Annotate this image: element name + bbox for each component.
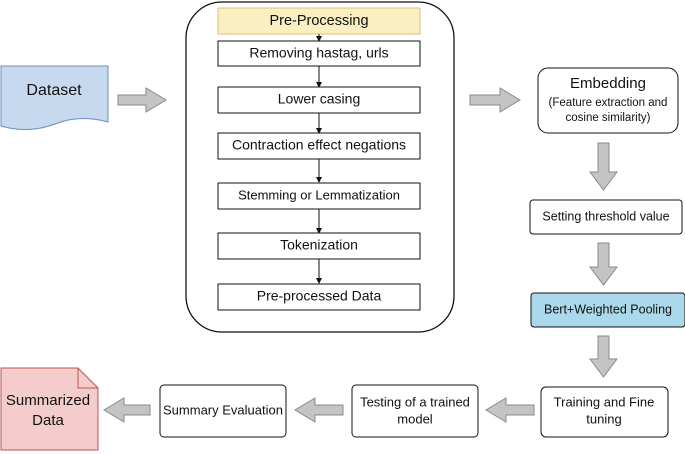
arrow-preprocessing-to-embedding bbox=[469, 87, 521, 113]
training-label-line1: Training and Fine bbox=[554, 394, 655, 409]
embedding-subtitle-line1: (Feature extraction and bbox=[549, 97, 668, 109]
step-5-box bbox=[217, 232, 421, 260]
evaluation-label: Summary Evaluation bbox=[163, 402, 283, 417]
arrow-evaluation-to-summarized bbox=[103, 397, 151, 423]
arrow-bert-to-training bbox=[589, 335, 618, 378]
dataset-label: Dataset bbox=[26, 82, 82, 99]
dataset-node: Dataset bbox=[0, 65, 109, 130]
preprocessing-header: Pre-Processing bbox=[269, 13, 368, 29]
preprocessing-header-box bbox=[217, 7, 421, 35]
threshold-label: Setting threshold value bbox=[542, 209, 669, 223]
step-2-box bbox=[217, 86, 421, 114]
summarized-label-line2: Data bbox=[32, 412, 64, 429]
bert-node: Bert+Weighted Pooling bbox=[530, 292, 685, 328]
summarized-fold bbox=[77, 368, 98, 389]
arrow-threshold-to-bert bbox=[589, 242, 618, 286]
bert-box bbox=[530, 292, 685, 328]
embedding-title: Embedding bbox=[570, 75, 646, 92]
preprocessing-group: Pre-Processing Removing hastag, urls Low… bbox=[185, 1, 455, 333]
dataset-shape bbox=[0, 65, 109, 130]
training-label-line2: tuning bbox=[586, 411, 621, 426]
step-3-label: Contraction effect negations bbox=[232, 137, 406, 153]
step-5-label: Tokenization bbox=[280, 237, 358, 253]
step-1-box bbox=[217, 40, 421, 67]
embedding-node: Embedding (Feature extraction and cosine… bbox=[537, 67, 679, 134]
step-4-label: Stemming or Lemmatization bbox=[238, 187, 400, 202]
bert-label: Bert+Weighted Pooling bbox=[544, 302, 672, 316]
step-2-label: Lower casing bbox=[278, 91, 361, 107]
testing-label-line1: Testing of a trained bbox=[360, 394, 470, 409]
testing-node: Testing of a trained model bbox=[351, 384, 479, 438]
testing-box bbox=[351, 384, 479, 438]
threshold-box bbox=[529, 199, 683, 235]
step-6-box bbox=[217, 283, 421, 311]
step-4-box bbox=[217, 182, 421, 210]
summarized-label-line1: Summarized bbox=[6, 392, 90, 409]
arrow-embedding-to-threshold bbox=[589, 142, 618, 191]
embedding-box bbox=[537, 67, 679, 134]
arrow-testing-to-evaluation bbox=[294, 397, 344, 423]
training-node: Training and Fine tuning bbox=[540, 386, 669, 438]
summarized-node: Summarized Data bbox=[0, 367, 99, 451]
summarized-shape bbox=[0, 367, 99, 451]
threshold-node: Setting threshold value bbox=[529, 199, 683, 235]
arrow-training-to-testing bbox=[485, 397, 535, 423]
step-1-label: Removing hastag, urls bbox=[249, 45, 388, 61]
step-6-label: Pre-processed Data bbox=[257, 288, 382, 304]
evaluation-box bbox=[159, 384, 287, 438]
arrow-dataset-to-preprocessing bbox=[117, 87, 167, 113]
embedding-subtitle-line2: cosine similarity) bbox=[566, 112, 651, 124]
step-3-box bbox=[217, 132, 421, 160]
training-box bbox=[540, 386, 669, 438]
evaluation-node: Summary Evaluation bbox=[159, 384, 287, 438]
testing-label-line2: model bbox=[397, 411, 433, 426]
